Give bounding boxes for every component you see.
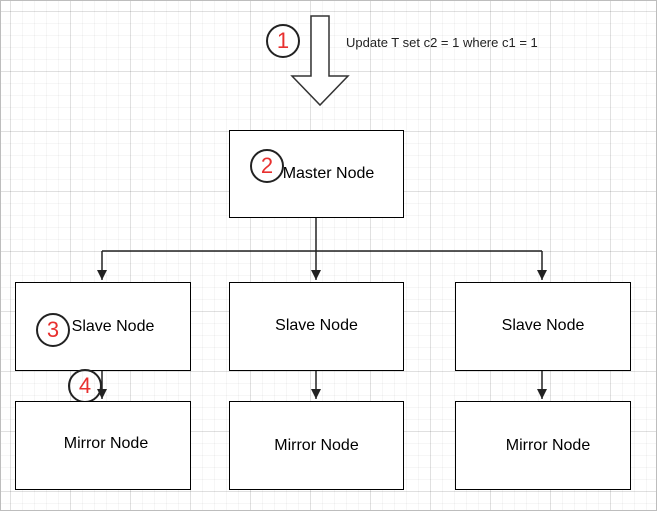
sql-statement: Update T set c2 = 1 where c1 = 1 [346,35,538,50]
master-node-label: Master Node [282,165,375,182]
input-arrow [290,15,350,107]
mirror-node-2: Mirror Node [229,401,404,490]
step-number-4: 4 [78,373,92,398]
step-number-2: 2 [260,153,274,178]
mirror-node-3: Mirror Node [455,401,631,490]
step-number-1: 1 [276,28,290,53]
slave-node-3-label: Slave Node [501,316,585,334]
step-badge-4: 4 [68,369,102,403]
slave-node-2: Slave Node [229,282,404,371]
slave-node-1-label: Slave Node [71,317,155,335]
step-badge-2: 2 [250,149,284,183]
step-badge-3: 3 [36,313,70,347]
step-badge-1: 1 [266,24,300,58]
slave-node-2-label: Slave Node [275,316,358,334]
master-node: Master Node [229,130,404,218]
mirror-node-1-label: Mirror Node [63,434,149,452]
step-number-3: 3 [46,317,60,342]
mirror-node-1: Mirror Node [15,401,191,490]
mirror-node-2-label: Mirror Node [274,436,359,454]
mirror-node-3-label: Mirror Node [505,436,591,454]
slave-node-3: Slave Node [455,282,631,371]
